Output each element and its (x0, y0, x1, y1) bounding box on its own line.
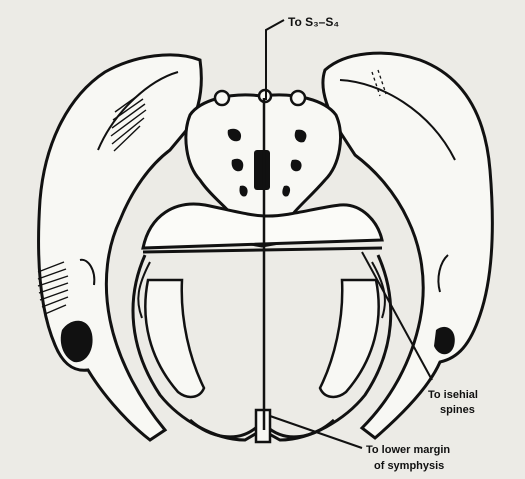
label-symphysis-line1: To lower margin (366, 444, 450, 456)
leader-symphysis (270, 416, 362, 448)
label-symphysis-line2: of symphysis (374, 460, 444, 472)
label-ischial-line2: spines (440, 404, 475, 416)
leader-top (266, 20, 284, 100)
label-ischial-line1: To isehial (428, 389, 478, 401)
pubic-ring (133, 255, 391, 442)
label-to-s3-s4: To S₃–S₄ (288, 15, 339, 29)
transverse-diameter-line (143, 248, 382, 252)
